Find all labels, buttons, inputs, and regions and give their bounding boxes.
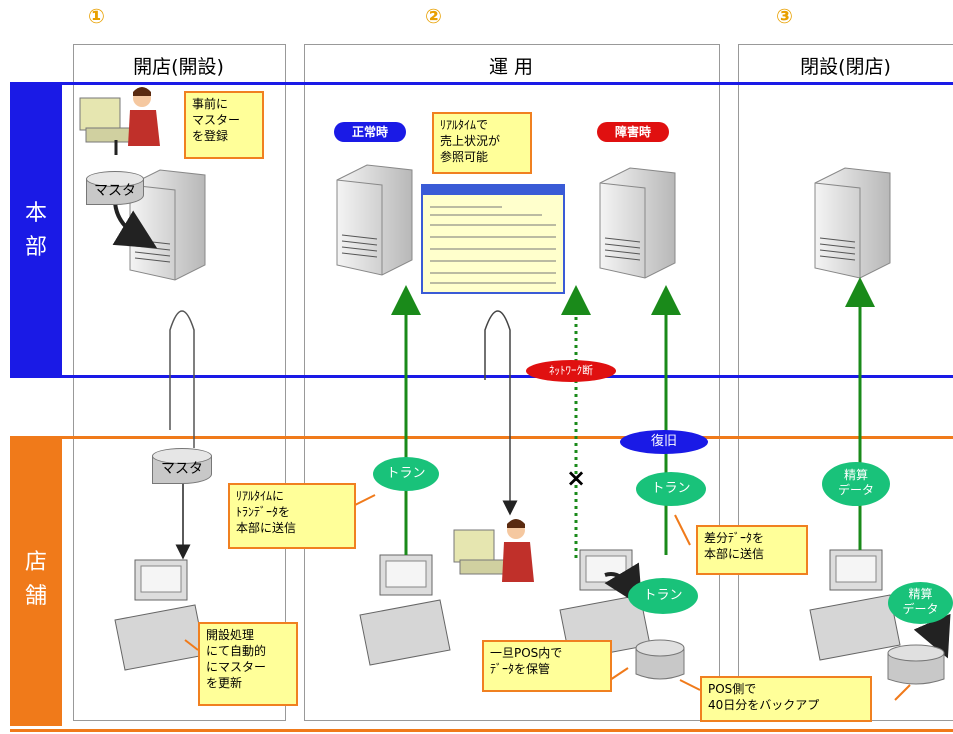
operator-person-icon	[79, 87, 160, 146]
store-band-label: 店 舗	[10, 436, 62, 726]
master-db-hq-label: マスタ	[94, 183, 136, 199]
pos-terminal-icon	[359, 554, 451, 666]
note-auto-update-master: 開設処理 にて自動的 にマスター を更新	[198, 622, 298, 706]
server-icon	[336, 164, 413, 276]
settlement-data-send: 精算 データ	[822, 462, 890, 506]
note-send-diff: 差分ﾃﾞｰﾀを 本部に送信	[696, 525, 808, 575]
tran-data-recovery: トラン	[636, 472, 706, 506]
server-icon	[599, 167, 676, 279]
column-operation-title: 運 用	[488, 56, 534, 78]
failure-state-badge: 障害時	[597, 122, 669, 142]
pos-terminal-icon	[809, 549, 901, 661]
step-number-1: ①	[88, 4, 105, 28]
master-db-hq: マスタ	[86, 171, 144, 205]
column-close-title: 閉設(閉店)	[800, 56, 891, 78]
tran-data-stored: トラン	[628, 578, 698, 614]
note-keep-in-pos: 一旦POS内で ﾃﾞｰﾀを保管	[482, 640, 612, 692]
database-icon	[635, 639, 685, 680]
tran-data-realtime: トラン	[373, 457, 439, 491]
column-open-title: 開店(開設)	[133, 56, 224, 78]
step-number-2: ②	[425, 4, 442, 28]
server-icon	[814, 167, 891, 279]
recovery-badge: 復旧	[620, 430, 708, 454]
operator-person-icon	[453, 519, 534, 582]
normal-state-badge: 正常時	[334, 122, 406, 142]
note-register-master: 事前に マスター を登録	[184, 91, 264, 159]
master-db-store: マスタ	[152, 448, 212, 484]
note-send-realtime: ﾘｱﾙﾀｲﾑに ﾄﾗﾝﾃﾞｰﾀを 本部に送信	[228, 483, 356, 549]
hq-band	[10, 82, 953, 378]
note-realtime-view: ﾘｱﾙﾀｲﾑで 売上状況が 参照可能	[432, 112, 532, 174]
settlement-data-stored: 精算 データ	[888, 582, 953, 624]
note-backup-40days: POS側で 40日分をバックアプ	[700, 676, 872, 722]
disconnect-cross-icon: ×	[566, 464, 587, 492]
step-number-3: ③	[776, 4, 793, 28]
browser-screen-icon	[421, 184, 565, 294]
store-band	[10, 436, 953, 732]
master-db-store-label: マスタ	[161, 461, 203, 477]
pos-terminal-icon	[114, 559, 206, 671]
hq-band-label: 本 部	[10, 82, 62, 376]
database-icon	[887, 644, 945, 685]
network-disconnect-badge: ﾈｯﾄﾜｰｸ断	[526, 360, 616, 382]
